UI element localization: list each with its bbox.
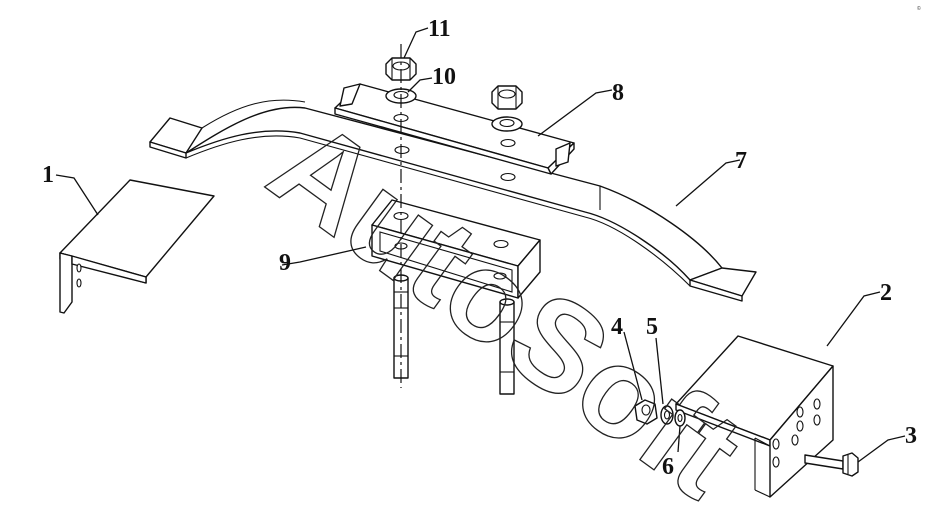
callout-11: 11	[428, 16, 451, 42]
part-8-clamp-plate	[334, 83, 575, 175]
leader-lines	[55, 27, 906, 463]
callout-3: 3	[905, 423, 917, 449]
callouts: 1 2 3 4 5 6 7 8 9 10 11	[42, 16, 917, 480]
callout-8: 8	[612, 80, 624, 106]
part-5-washer	[660, 405, 674, 425]
part-6-washer	[674, 409, 686, 427]
callout-2: 2	[880, 280, 892, 306]
callout-6: 6	[662, 454, 674, 480]
callout-1: 1	[42, 162, 54, 188]
washer-right	[491, 116, 523, 132]
callout-5: 5	[646, 314, 658, 340]
part-7-cross-beam	[149, 99, 757, 302]
callout-9: 9	[279, 250, 291, 276]
stud-right	[499, 298, 515, 395]
part-1-angle-bracket	[59, 179, 215, 314]
part-3-bolt	[804, 452, 859, 477]
part-4-nut	[634, 399, 658, 425]
callout-7: 7	[735, 148, 747, 174]
nut-right	[491, 85, 523, 110]
callout-4: 4	[611, 314, 623, 340]
corner-mark: ©	[917, 5, 921, 12]
callout-10: 10	[432, 64, 456, 90]
part-2-angle-bracket	[675, 335, 834, 498]
part-9-u-bracket	[371, 199, 541, 299]
